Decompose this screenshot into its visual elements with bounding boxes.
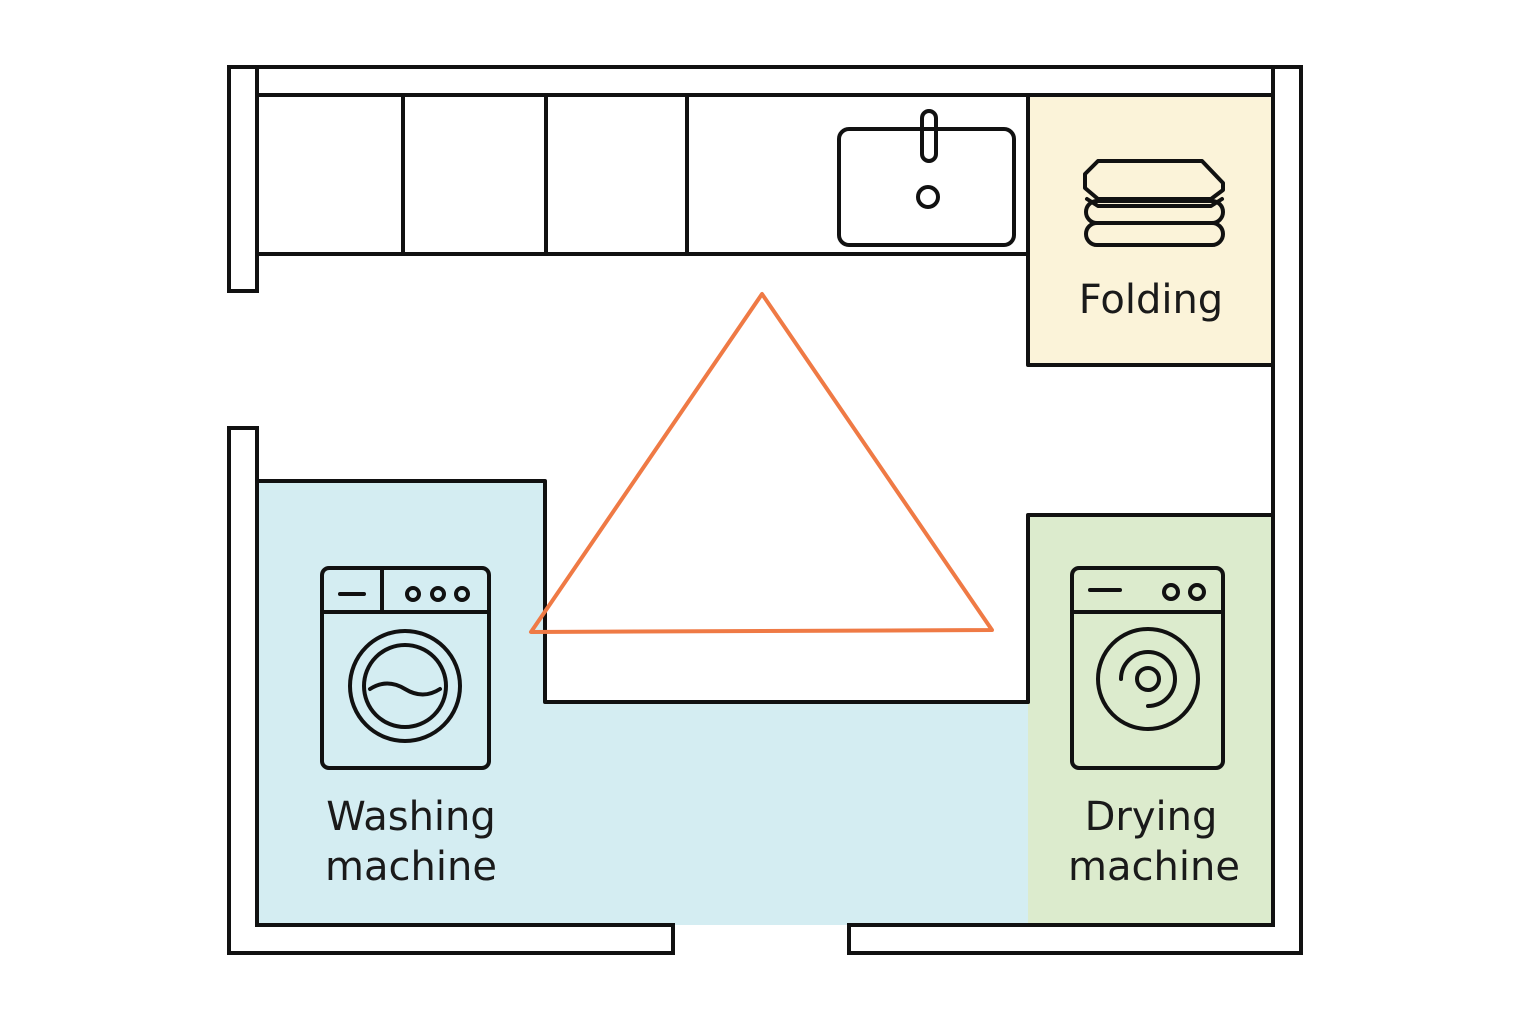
- countertop-cabinets: [255, 93, 1030, 256]
- folding-zone-border: [1026, 94, 1275, 367]
- sink-icon: [837, 109, 1016, 247]
- drying-zone: [1028, 515, 1273, 925]
- folding-zone: [1028, 96, 1273, 365]
- washing-machine-icon: [320, 566, 491, 770]
- outer-walls: [227, 65, 1303, 955]
- drying-label-line2: machine: [1068, 844, 1240, 890]
- drying-zone-border: [1026, 513, 1275, 704]
- work-triangle: [529, 292, 994, 634]
- washing-label-line2: machine: [325, 844, 497, 890]
- washing-label-line1: Washing: [326, 794, 496, 840]
- washing-zone-border: [255, 479, 1030, 704]
- towel-stack-icon: [1083, 159, 1225, 247]
- drying-label-line1: Drying: [1085, 794, 1218, 840]
- dryer-icon: [1070, 566, 1225, 770]
- folding-label: Folding: [1079, 277, 1223, 323]
